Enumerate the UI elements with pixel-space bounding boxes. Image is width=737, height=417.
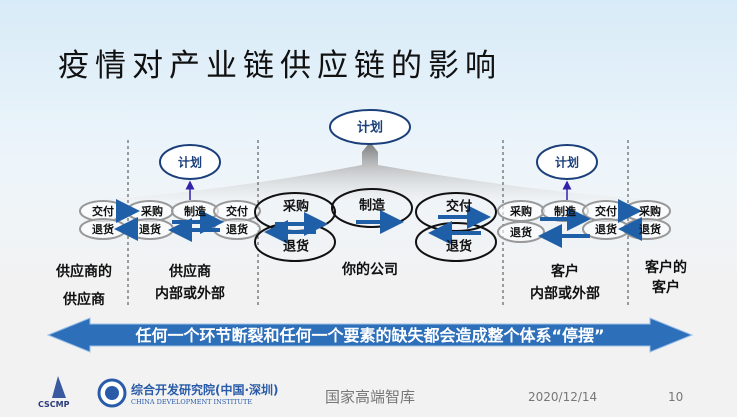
tagline: 国家高端智库 bbox=[325, 388, 416, 406]
plan-top bbox=[159, 109, 598, 180]
group-supplier: 供应商 bbox=[168, 263, 211, 280]
flow-arrows bbox=[114, 199, 642, 248]
group-supplier-supplier: 供应商 bbox=[62, 291, 105, 308]
group-customer: 客户 bbox=[550, 263, 579, 280]
make-label: 制造 bbox=[554, 204, 577, 218]
procure-label: 采购 bbox=[282, 199, 309, 215]
procure-label: 采购 bbox=[638, 204, 661, 218]
date: 2020/12/14 bbox=[528, 390, 598, 404]
return-label: 退货 bbox=[510, 225, 532, 239]
return-label: 退货 bbox=[92, 222, 114, 236]
group-your-company: 你的公司 bbox=[341, 261, 398, 278]
funnel-shape bbox=[100, 142, 650, 200]
return-label: 退货 bbox=[446, 239, 472, 255]
plan-label: 计划 bbox=[555, 155, 579, 170]
make-label: 制造 bbox=[184, 204, 207, 218]
banner-double-arrow bbox=[46, 317, 694, 353]
group-supplier-supplier: 供应商的 bbox=[55, 263, 112, 280]
group-customer-customer: 客户 bbox=[651, 279, 680, 296]
page-title: 疫情对产业链供应链的影响 bbox=[58, 48, 502, 84]
org-en: CHINA DEVELOPMENT INSTITUTE bbox=[131, 398, 253, 406]
return-label: 退货 bbox=[595, 222, 617, 236]
cscmp-label: CSCMP bbox=[38, 400, 70, 409]
deliver-label: 交付 bbox=[226, 204, 248, 218]
cscmp-logo bbox=[52, 376, 66, 398]
plan-label: 计划 bbox=[357, 120, 383, 136]
banner-text: 任何一个环节断裂和任何一个要素的缺失都会造成整个体系“停摆” bbox=[135, 326, 605, 345]
return-label: 退货 bbox=[283, 239, 309, 255]
return-label: 退货 bbox=[639, 222, 661, 236]
make-label: 制造 bbox=[359, 198, 386, 214]
group-customer: 内部或外部 bbox=[530, 285, 600, 302]
deliver-label: 交付 bbox=[595, 204, 617, 218]
deliver-label: 交付 bbox=[92, 204, 114, 218]
procure-label: 采购 bbox=[140, 204, 163, 218]
return-label: 退货 bbox=[226, 222, 248, 236]
procure-label: 采购 bbox=[509, 204, 532, 218]
org-cn: 综合开发研究院(中国·深圳) bbox=[131, 383, 279, 397]
group-supplier: 内部或外部 bbox=[155, 285, 225, 302]
group-customer-customer: 客户的 bbox=[644, 259, 687, 276]
deliver-label: 交付 bbox=[446, 199, 472, 215]
plan-label: 计划 bbox=[178, 155, 202, 170]
return-label: 退货 bbox=[139, 222, 161, 236]
page-number: 10 bbox=[668, 390, 684, 404]
